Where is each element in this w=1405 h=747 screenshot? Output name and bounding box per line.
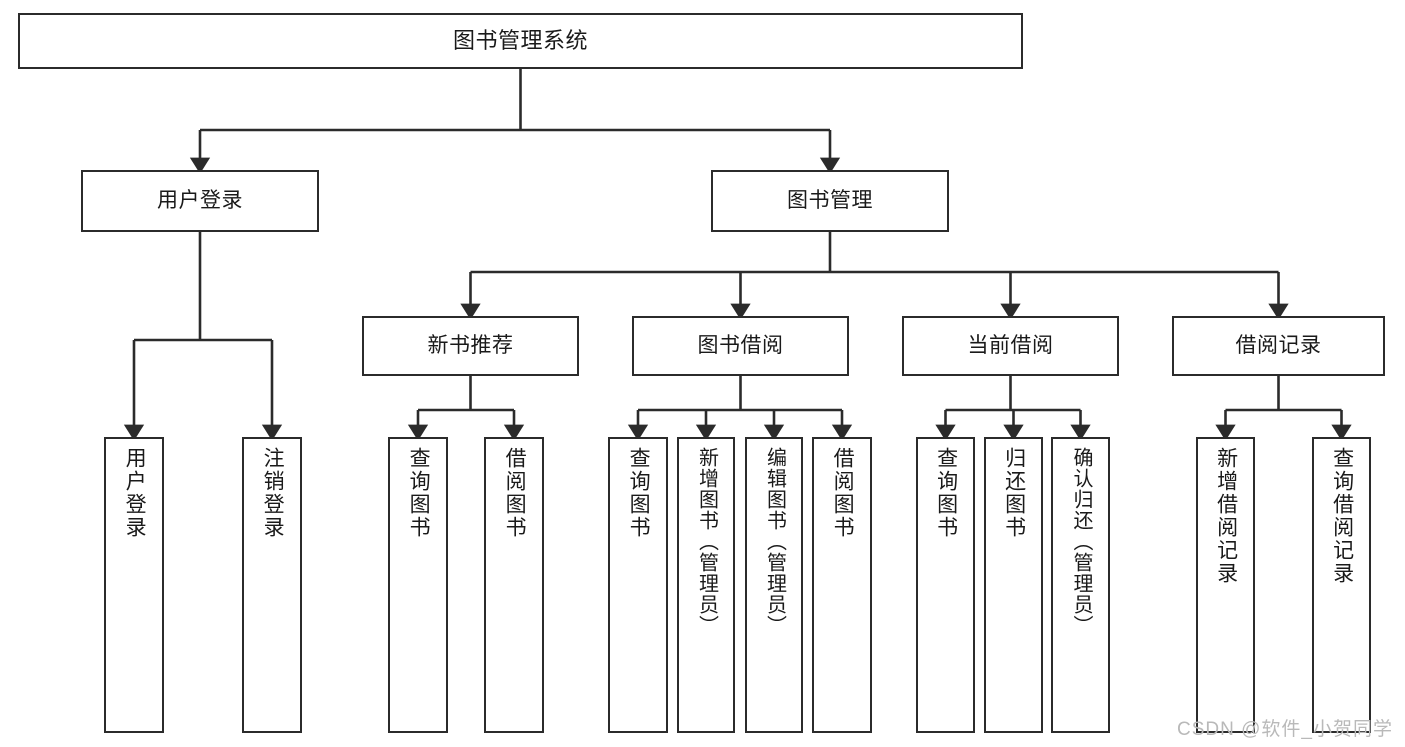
node-label: 图书管理 (787, 188, 873, 212)
node-label: 新书推荐 (427, 333, 514, 357)
node-label: 查询图书 (627, 447, 651, 539)
node-book-manage[interactable]: 图书管理 (711, 170, 949, 232)
node-label: 新增图书（管理员） (695, 447, 718, 636)
node-leaf-return-book[interactable]: 归还图书 (984, 437, 1043, 733)
node-book-borrow[interactable]: 图书借阅 (632, 316, 849, 376)
node-leaf-query-book-cur[interactable]: 查询图书 (916, 437, 975, 733)
node-leaf-user-login[interactable]: 用户登录 (104, 437, 164, 733)
node-label: 当前借阅 (967, 333, 1054, 357)
node-label: 图书借阅 (697, 333, 784, 357)
node-leaf-add-book[interactable]: 新增图书（管理员） (677, 437, 735, 733)
node-leaf-query-book-rec[interactable]: 查询图书 (388, 437, 448, 733)
node-label: 借阅图书 (831, 447, 855, 539)
node-label: 确认归还（管理员） (1070, 447, 1092, 636)
node-leaf-borrow-book-rec[interactable]: 借阅图书 (484, 437, 544, 733)
node-leaf-borrow-book[interactable]: 借阅图书 (812, 437, 872, 733)
node-label: 借阅记录 (1235, 333, 1322, 357)
node-leaf-logout[interactable]: 注销登录 (242, 437, 302, 733)
node-label: 新增借阅记录 (1214, 447, 1238, 585)
node-label: 图书管理系统 (452, 28, 588, 54)
node-leaf-query-book-borrow[interactable]: 查询图书 (608, 437, 668, 733)
node-label: 用户登录 (157, 188, 243, 212)
node-root[interactable]: 图书管理系统 (18, 13, 1023, 69)
node-leaf-query-record[interactable]: 查询借阅记录 (1312, 437, 1371, 733)
csdn-watermark: CSDN @软件_小贺同学 (1177, 719, 1393, 740)
node-label: 归还图书 (1002, 447, 1026, 539)
node-leaf-add-record[interactable]: 新增借阅记录 (1196, 437, 1255, 733)
node-user-login[interactable]: 用户登录 (81, 170, 319, 232)
node-leaf-confirm-return[interactable]: 确认归还（管理员） (1051, 437, 1110, 733)
node-label: 注销登录 (261, 447, 285, 539)
node-current-borrow[interactable]: 当前借阅 (902, 316, 1119, 376)
node-label: 查询图书 (407, 447, 431, 539)
node-borrow-record[interactable]: 借阅记录 (1172, 316, 1385, 376)
node-leaf-edit-book[interactable]: 编辑图书（管理员） (745, 437, 803, 733)
node-label: 借阅图书 (503, 447, 527, 539)
node-label: 用户登录 (123, 447, 147, 539)
node-label: 查询借阅记录 (1330, 447, 1354, 585)
node-label: 编辑图书（管理员） (763, 447, 786, 636)
node-new-book-rec[interactable]: 新书推荐 (362, 316, 579, 376)
node-label: 查询图书 (934, 447, 958, 539)
